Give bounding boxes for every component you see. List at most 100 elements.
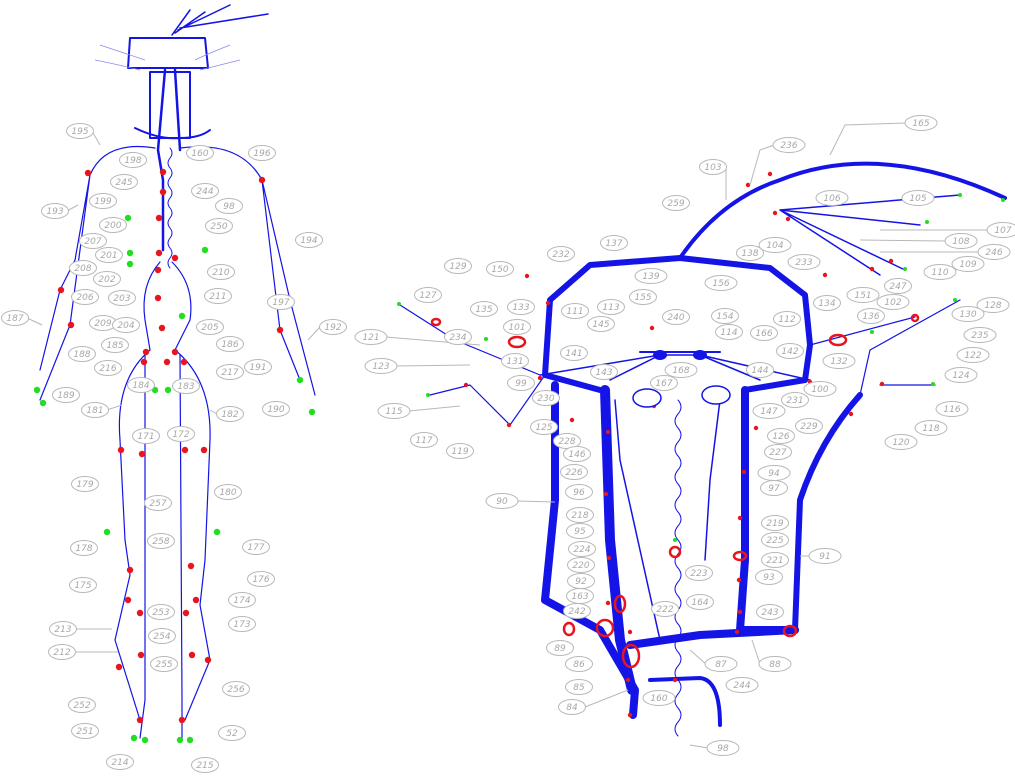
label-text: 98 — [717, 744, 729, 754]
label-text: 180 — [219, 488, 236, 498]
marked-junction — [564, 623, 574, 635]
node-label: 225 — [762, 533, 789, 548]
terminal-node — [40, 400, 46, 406]
node-label: 160 — [643, 691, 675, 706]
label-text: 126 — [772, 432, 789, 442]
label-text: 150 — [491, 265, 508, 275]
label-text: 212 — [53, 648, 70, 658]
junction-node — [650, 326, 654, 330]
label-text: 165 — [912, 119, 929, 129]
label-text: 218 — [571, 511, 588, 521]
node-label: 116 — [936, 402, 968, 417]
label-text: 84 — [566, 703, 578, 713]
node-label: 151 — [847, 288, 879, 303]
loop-junction — [633, 389, 661, 407]
body-vessel-network — [40, 5, 315, 738]
node-label: 92 — [568, 574, 595, 589]
label-text: 186 — [221, 340, 238, 350]
marked-junction — [670, 547, 680, 557]
node-label: 99 — [508, 376, 535, 391]
label-layer: 1951981601962452441931999820025020719420… — [2, 116, 1015, 773]
terminal-node — [127, 261, 133, 267]
node-label: 168 — [665, 363, 697, 378]
label-text: 132 — [830, 357, 847, 367]
junction-node — [889, 259, 893, 263]
node-label: 100 — [804, 382, 836, 397]
node-label: 94 — [758, 466, 790, 481]
terminal-node — [309, 409, 315, 415]
junction-node — [606, 601, 610, 605]
label-text: 163 — [571, 592, 588, 602]
node-label: 177 — [243, 540, 270, 555]
node-label: 253 — [148, 605, 175, 620]
node-label: 212 — [49, 645, 76, 660]
node-label: 124 — [945, 368, 977, 383]
node-label: 93 — [756, 570, 783, 585]
label-text: 142 — [781, 347, 798, 357]
node-label: 85 — [566, 680, 593, 695]
junction-node — [137, 717, 143, 723]
label-text: 128 — [984, 301, 1001, 311]
node-label: 138 — [737, 246, 764, 261]
label-text: 91 — [819, 552, 830, 562]
node-label: 201 — [96, 248, 123, 263]
junction-node — [172, 255, 178, 261]
node-label: 186 — [217, 337, 244, 352]
label-text: 222 — [656, 605, 673, 615]
node-label: 89 — [547, 641, 574, 656]
junction-node — [160, 169, 166, 175]
label-text: 203 — [113, 294, 130, 304]
label-text: 204 — [117, 321, 134, 331]
marked-junction — [432, 319, 440, 325]
junction-node — [849, 412, 853, 416]
terminal-node — [673, 538, 677, 542]
label-text: 258 — [152, 537, 169, 547]
node-label: 108 — [945, 234, 977, 249]
node-label: 87 — [705, 657, 737, 672]
label-text: 242 — [568, 607, 585, 617]
label-text: 194 — [300, 236, 317, 246]
label-text: 94 — [768, 469, 780, 479]
label-text: 131 — [506, 357, 523, 367]
label-text: 133 — [512, 303, 529, 313]
label-text: 144 — [751, 366, 768, 376]
node-label: 230 — [533, 391, 560, 406]
label-text: 95 — [574, 527, 586, 537]
terminal-node — [165, 387, 171, 393]
label-text: 183 — [177, 382, 194, 392]
label-text: 240 — [667, 313, 684, 323]
junction-node — [85, 170, 91, 176]
label-text: 205 — [201, 323, 218, 333]
junction-node — [746, 183, 750, 187]
label-text: 253 — [152, 608, 169, 618]
label-text: 109 — [959, 260, 976, 270]
label-text: 215 — [196, 761, 213, 771]
label-text: 236 — [780, 141, 797, 151]
label-text: 210 — [212, 268, 229, 278]
node-label: 120 — [885, 435, 917, 450]
label-text: 135 — [475, 305, 492, 315]
terminal-node — [958, 193, 962, 197]
label-text: 255 — [155, 660, 172, 670]
leader-line — [27, 318, 42, 325]
node-label: 222 — [652, 602, 679, 617]
node-label: 198 — [120, 153, 147, 168]
node-label: 190 — [263, 402, 290, 417]
label-text: 181 — [86, 406, 103, 416]
label-text: 107 — [994, 226, 1011, 236]
label-text: 201 — [100, 251, 117, 261]
terminal-node — [179, 313, 185, 319]
node-label: 243 — [757, 605, 784, 620]
junction-node — [118, 447, 124, 453]
node-label: 134 — [814, 296, 841, 311]
node-label: 163 — [567, 589, 594, 604]
junction-node — [546, 301, 550, 305]
node-label: 142 — [777, 344, 804, 359]
junction-node — [189, 652, 195, 658]
node-label: 154 — [712, 309, 739, 324]
leader-line — [585, 690, 628, 707]
node-label: 107 — [987, 223, 1015, 238]
label-text: 129 — [449, 262, 466, 272]
node-label: 144 — [747, 363, 774, 378]
terminal-node — [397, 302, 401, 306]
